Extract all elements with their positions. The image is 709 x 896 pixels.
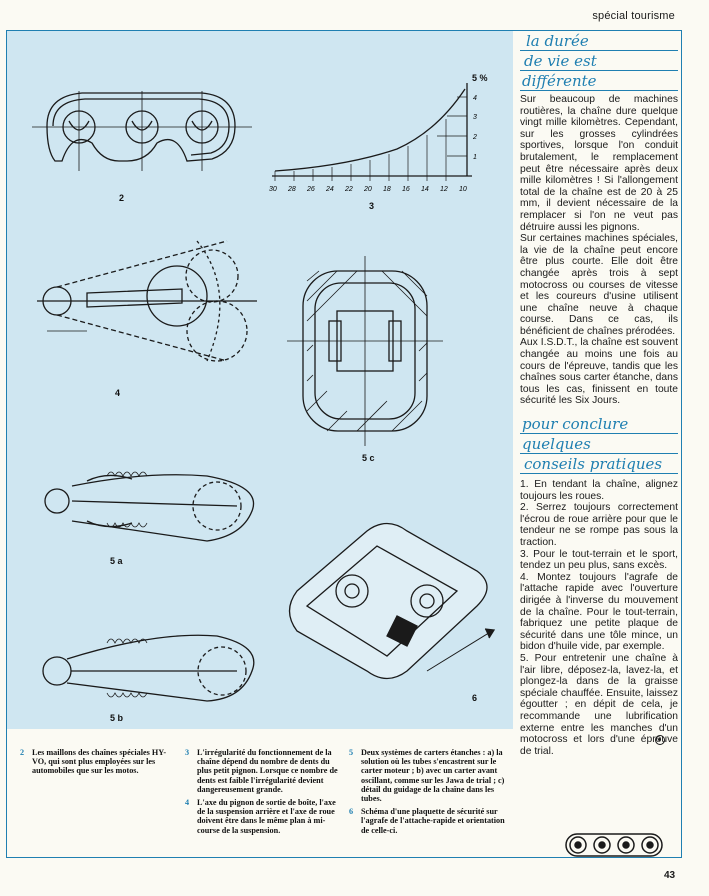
fig3-x-tick-label: 30 bbox=[269, 186, 277, 193]
section2-title-line: conseils pratiques bbox=[520, 456, 678, 475]
fig3-y-tick-label: 4 bbox=[473, 95, 477, 102]
section-header: spécial tourisme bbox=[592, 10, 675, 22]
chain-logo-icon bbox=[565, 833, 663, 857]
caption-2: 2 Les maillons des chaînes spéciales HY-… bbox=[20, 748, 180, 776]
section1-title-line: de vie est bbox=[520, 53, 678, 71]
section1-title: la durée de vie est différente bbox=[520, 33, 678, 91]
section1-title-line: différente bbox=[520, 73, 678, 91]
fig3-x-tick-label: 10 bbox=[459, 186, 467, 193]
fig3-x-tick-label: 16 bbox=[402, 186, 410, 193]
fig3-y-tick-label: 2 bbox=[472, 134, 477, 141]
fig4-swingarm-geometry bbox=[37, 240, 257, 362]
tip-item: 5. Pour entretenir une chaîne à l'air li… bbox=[520, 652, 678, 757]
page-number: 43 bbox=[664, 870, 676, 881]
fig4-label: 4 bbox=[115, 388, 120, 398]
fig3-x-axis-labels: 30 28 26 24 22 20 18 16 14 12 10 bbox=[269, 186, 467, 193]
fig3-x-tick-label: 28 bbox=[287, 186, 296, 193]
fig6-safety-plate-link bbox=[288, 522, 496, 680]
fig3-label: 3 bbox=[369, 201, 374, 211]
technical-drawings: 2 3 5 % 4 5 c 5 a 5 b 6 3028262422201816… bbox=[32, 73, 496, 723]
fig5c-label: 5 c bbox=[362, 453, 375, 463]
fig5a-label: 5 a bbox=[110, 556, 124, 566]
caption-text: Les maillons des chaînes spéciales HY-VO… bbox=[32, 748, 167, 776]
section1-body: Sur beaucoup de machines routières, la c… bbox=[520, 94, 678, 407]
caption-number: 5 bbox=[349, 748, 354, 757]
paragraph: Sur certaines machines spéciales, la vie… bbox=[520, 233, 678, 337]
caption-number: 6 bbox=[349, 807, 354, 817]
right-text-column: la durée de vie est différente Sur beauc… bbox=[520, 33, 678, 757]
fig3-x-tick-label: 18 bbox=[383, 186, 391, 193]
section2-title: pour conclure quelques conseils pratique… bbox=[520, 416, 678, 475]
paragraph: Aux I.S.D.T., la chaîne est souvent chan… bbox=[520, 337, 678, 407]
tip-item: 1. En tendant la chaîne, alignez toujour… bbox=[520, 479, 678, 502]
fig5c-chain-guide-section bbox=[287, 256, 443, 446]
fig6-label: 6 bbox=[472, 693, 477, 703]
fig3-y-axis-labels: 1 2 3 4 bbox=[472, 95, 477, 161]
end-of-article-icon bbox=[655, 735, 665, 745]
fig5b-oscillating-chaincase bbox=[42, 634, 255, 702]
caption-column-2: 3 L'irrégularité du fonctionnement de la… bbox=[185, 748, 345, 839]
fig3-y-tick-label: 3 bbox=[473, 114, 477, 121]
fig5a-sealed-chaincase bbox=[44, 471, 255, 542]
caption-number: 3 bbox=[185, 748, 190, 757]
caption-column-3: 5 Deux systèmes de carters étanches : a)… bbox=[349, 748, 509, 839]
fig3-x-tick-label: 24 bbox=[325, 186, 334, 193]
tip-item: 3. Pour le tout-terrain et le sport, ten… bbox=[520, 548, 678, 572]
caption-4: 4 L'axe du pignon de sortie de boîte, l'… bbox=[185, 798, 345, 835]
caption-column-1: 2 Les maillons des chaînes spéciales HY-… bbox=[20, 748, 180, 780]
caption-text: Deux systèmes de carters étanches : a) l… bbox=[361, 748, 505, 804]
fig3-irregularity-graph bbox=[272, 83, 472, 181]
caption-6: 6 Schéma d'une plaquette de sécurité sur… bbox=[349, 807, 509, 835]
fig3-x-tick-label: 26 bbox=[306, 186, 315, 193]
fig2-hyvo-link-drawing bbox=[32, 91, 252, 171]
section1-title-line: la durée bbox=[520, 33, 678, 51]
caption-number: 4 bbox=[185, 798, 190, 808]
caption-5: 5 Deux systèmes de carters étanches : a)… bbox=[349, 748, 509, 803]
fig3-x-tick-label: 12 bbox=[440, 186, 448, 193]
section2-title-line: quelques bbox=[520, 436, 678, 455]
fig5b-label: 5 b bbox=[110, 713, 124, 723]
fig3-x-tick-label: 14 bbox=[421, 186, 429, 193]
caption-text: L'axe du pignon de sortie de boîte, l'ax… bbox=[197, 798, 336, 835]
fig3-x-tick-label: 22 bbox=[344, 186, 353, 193]
tip-item: 4. Montez toujours l'agrafe de l'attache… bbox=[520, 571, 678, 653]
tips-list: 1. En tendant la chaîne, alignez toujour… bbox=[520, 479, 678, 757]
caption-number: 2 bbox=[20, 748, 25, 757]
caption-3: 3 L'irrégularité du fonctionnement de la… bbox=[185, 748, 345, 794]
fig2-label: 2 bbox=[119, 193, 124, 203]
fig3-x-tick-label: 20 bbox=[363, 186, 372, 193]
page-frame bbox=[6, 30, 682, 858]
section2-title-line: pour conclure bbox=[520, 416, 678, 435]
paragraph: Sur beaucoup de machines routières, la c… bbox=[520, 94, 678, 233]
fig3-y-tick-label: 1 bbox=[473, 154, 477, 161]
caption-text: Schéma d'une plaquette de sécurité sur l… bbox=[361, 807, 505, 835]
fig3-unit-label: 5 % bbox=[472, 73, 488, 83]
caption-text: L'irrégularité du fonctionnement de la c… bbox=[197, 748, 338, 794]
tip-item: 2. Serrez toujours correctement l'écrou … bbox=[520, 502, 678, 548]
